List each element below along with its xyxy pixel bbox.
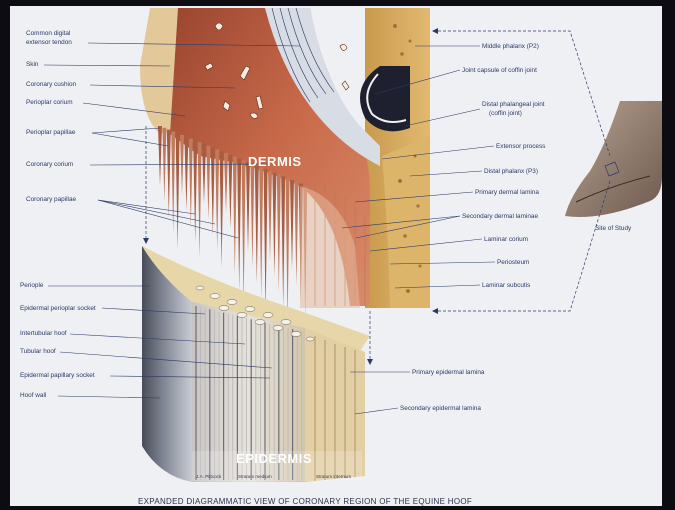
label-stratum-internum: Stratum internum — [316, 474, 351, 479]
label-coronary-cushion: Coronary cushion — [26, 81, 77, 88]
left-labels: Common digital extensor tendon Skin Coro… — [20, 30, 96, 399]
papilla — [184, 137, 188, 211]
papilla — [224, 153, 228, 213]
label-tubular-hoof: Tubular hoof — [20, 348, 56, 355]
label-laminar-corium: Laminar corium — [484, 236, 528, 243]
papilla — [233, 157, 237, 275]
papilla — [294, 182, 298, 286]
papilla — [211, 148, 215, 236]
papilla — [259, 167, 263, 299]
label-primary-dermal-lamina: Primary dermal lamina — [475, 189, 539, 196]
label-coronary-corium: Coronary corium — [26, 161, 73, 168]
papilla — [220, 151, 224, 267]
hoof-icon — [565, 101, 662, 217]
papilla — [255, 166, 259, 284]
papilla — [281, 176, 285, 308]
label-periosteum: Periosteum — [497, 259, 529, 266]
label-perioplar-papillae: Perioplar papillae — [26, 129, 76, 136]
label-secondary-dermal-laminae: Secondary dermal laminae — [462, 213, 538, 220]
label-distal-phalangeal-joint-1: Distal phalangeal joint — [482, 101, 545, 108]
label-perioplar-corium: Perioplar corium — [26, 99, 73, 106]
region-epidermis-title: EPIDERMIS — [236, 451, 312, 466]
label-laminar-subcutis: Laminar subcutis — [482, 282, 530, 289]
label-distal-phalangeal-joint-2: (coffin joint) — [489, 110, 522, 117]
papilla — [206, 146, 210, 220]
label-middle-phalanx: Middle phalanx (P2) — [482, 43, 539, 50]
papilla — [242, 160, 246, 306]
papilla — [193, 140, 197, 242]
papilla — [176, 133, 180, 249]
label-common-digital-extensor-2: extensor tendon — [26, 39, 72, 46]
papilla — [264, 169, 268, 315]
right-labels: Middle phalanx (P2) Joint capsule of cof… — [400, 43, 632, 412]
label-intertubular-hoof: Intertubular hoof — [20, 330, 67, 337]
papilla — [215, 149, 219, 251]
label-hoof-wall: Hoof wall — [20, 392, 46, 399]
papilla — [277, 175, 281, 293]
label-stratum-medium: Stratum medium — [238, 474, 272, 479]
papilla — [202, 144, 206, 204]
label-primary-epidermal-lamina: Primary epidermal lamina — [412, 369, 485, 376]
diagram-slide: Common digital extensor tendon Skin Coro… — [10, 6, 662, 506]
label-common-digital-extensor-1: Common digital — [26, 30, 70, 37]
label-epidermal-perioplar-socket: Epidermal perioplar socket — [20, 305, 96, 312]
papilla — [171, 131, 175, 233]
papilla — [290, 180, 294, 270]
region-dermis-title: DERMIS — [248, 154, 302, 169]
papilla — [167, 130, 171, 218]
label-extensor-process: Extensor process — [496, 143, 545, 150]
signature: J.A. Pittcock — [196, 474, 222, 479]
label-coronary-papillae: Coronary papillae — [26, 196, 77, 203]
papilla — [180, 135, 184, 195]
papilla — [246, 162, 250, 252]
papilla — [198, 142, 202, 258]
papilla — [158, 126, 162, 186]
label-distal-phalanx: Distal phalanx (P3) — [484, 168, 538, 175]
papilla — [272, 173, 276, 277]
papilla — [228, 155, 232, 229]
label-skin: Skin — [26, 61, 39, 68]
label-joint-capsule: Joint capsule of coffin joint — [462, 67, 537, 74]
label-periople: Periople — [20, 282, 44, 289]
papilla — [268, 171, 272, 261]
papilla — [237, 158, 241, 290]
label-secondary-epidermal-lamina: Secondary epidermal lamina — [400, 405, 481, 412]
hoof-diagram: Common digital extensor tendon Skin Coro… — [10, 6, 662, 506]
papilla — [250, 164, 254, 268]
papilla — [286, 178, 290, 324]
label-epidermal-papillary-socket: Epidermal papillary socket — [20, 372, 95, 379]
figure-caption: EXPANDED DIAGRAMMATIC VIEW OF CORONARY R… — [138, 497, 472, 506]
label-site-of-study: Site of Study — [595, 225, 632, 232]
